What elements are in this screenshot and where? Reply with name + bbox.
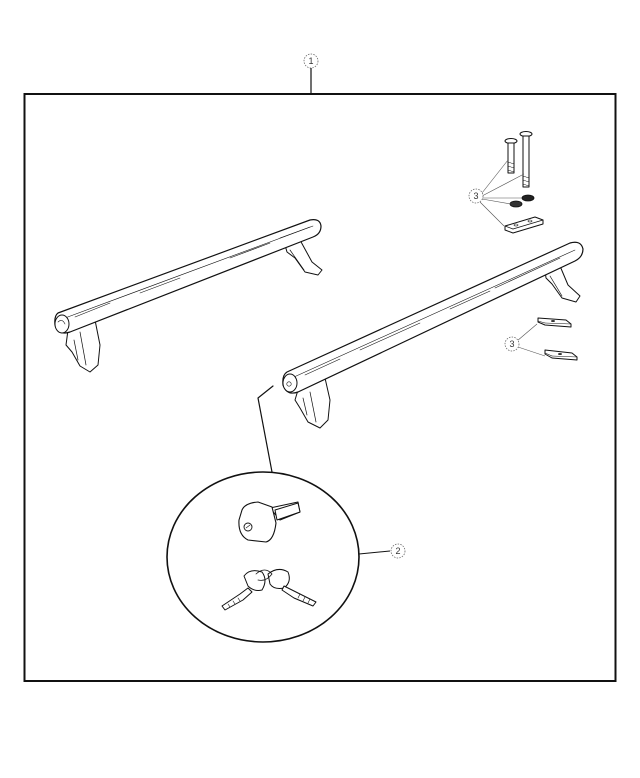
callout-1-label: 1 xyxy=(308,56,313,66)
lock-cylinder xyxy=(238,501,301,543)
callout-3-label: 3 xyxy=(473,191,478,201)
callout-3b-label: 3 xyxy=(509,339,514,349)
lock-and-keys-detail: 2 xyxy=(166,471,406,643)
callout-2-label: 2 xyxy=(395,546,400,556)
lock-leader-line xyxy=(257,385,274,473)
assembly-frame xyxy=(23,93,617,682)
keys xyxy=(221,568,317,611)
crossbar-rear xyxy=(54,219,323,373)
hardware-bolts-washers-plate: 3 xyxy=(468,131,544,234)
crossbar-front xyxy=(282,241,584,429)
mounting-pads: 3 xyxy=(504,317,578,361)
callout-1: 1 xyxy=(303,53,319,94)
